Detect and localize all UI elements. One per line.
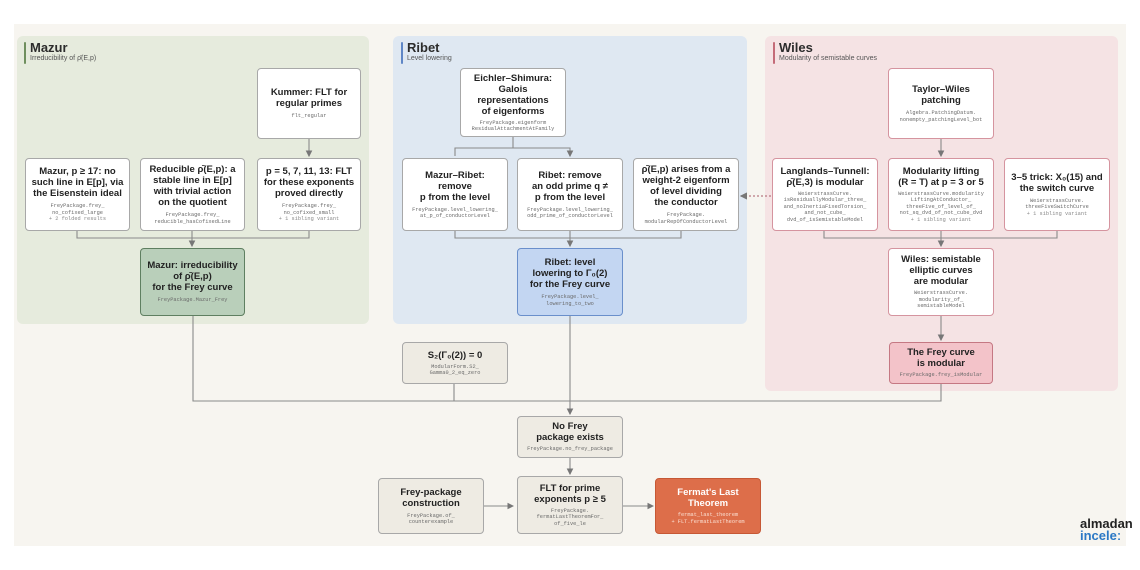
langlands-title: Langlands–Tunnell: ρ̄(E,3) is modular: [780, 165, 870, 188]
weight2-node[interactable]: ρ̄(E,p) arises from a weight-2 eigenform…: [633, 158, 739, 231]
frey-modular-code: FreyPackage.frey_isModular: [899, 372, 983, 379]
flt-node[interactable]: Fermat's Last Theorem fermat_last_theore…: [655, 478, 761, 534]
wiles-semistable-title: Wiles: semistable elliptic curves are mo…: [901, 254, 981, 288]
langlands-node[interactable]: Langlands–Tunnell: ρ̄(E,3) is modular We…: [772, 158, 878, 231]
flt-prime-title: FLT for prime exponents p ≥ 5: [534, 482, 606, 505]
mazur-main-code: FreyPackage.Mazur_Frey: [157, 297, 228, 304]
eichler-node[interactable]: Eichler–Shimura: Galois representations …: [460, 68, 566, 137]
mazur-main-title: Mazur: irreducibility of ρ̄(E,p) for the…: [147, 260, 238, 294]
weight2-code: FreyPackage. modularRepOfConductorLevel: [644, 212, 728, 225]
flt-prime-code: FreyPackage. fermatLastTheoremFor_ of_fi…: [536, 507, 604, 527]
mod-lifting-code: WeierstrassCurve.modularity LiftingAtCon…: [898, 190, 984, 217]
edge-ribet-merge: [454, 231, 682, 246]
three-five-code: WeierstrassCurve. threeFiveSwitchCurve: [1025, 197, 1089, 211]
weight2-title: ρ̄(E,p) arises from a weight-2 eigenform…: [641, 164, 731, 208]
kummer-node[interactable]: Kummer: FLT for regular primes flt_regul…: [257, 68, 361, 139]
frey-construction-node[interactable]: Frey-package construction FreyPackage.of…: [378, 478, 484, 534]
taylor-wiles-node[interactable]: Taylor–Wiles patching Algebra.PatchingDa…: [888, 68, 994, 139]
frey-modular-title: The Frey curve is modular: [907, 347, 975, 370]
edge-to-nofrey: [192, 316, 942, 414]
mazur-main-node[interactable]: Mazur: irreducibility of ρ̄(E,p) for the…: [140, 248, 245, 316]
mod-lifting-note: + 1 sibling variant: [910, 216, 972, 223]
mazur-ribet-node[interactable]: Mazur–Ribet: remove p from the level Fre…: [402, 158, 508, 231]
mazur-p17-node[interactable]: Mazur, p ≥ 17: no such line in E[p], via…: [25, 158, 130, 231]
logo-line1: almadan: [1080, 516, 1133, 531]
mazur-p17-title: Mazur, p ≥ 17: no such line in E[p], via…: [31, 166, 124, 200]
logo-line2: inceleː: [1080, 528, 1122, 543]
s2-code: ModularForm.S2_ Gamma0_2_eq_zero: [429, 363, 481, 377]
reducible-node[interactable]: Reducible ρ̄(E,p): a stable line in E[p]…: [140, 158, 245, 231]
frey-construction-title: Frey-package construction: [400, 486, 462, 509]
small-p-title: p = 5, 7, 11, 13: FLT for these exponent…: [263, 166, 355, 200]
s2-title: S₂(Γ₀(2)) = 0: [427, 349, 483, 361]
langlands-code: WeierstrassCurve. isResiduallyModular_th…: [783, 190, 867, 223]
mazur-p17-code: FreyPackage.frey_ no_cofixed_large: [50, 203, 105, 216]
ribet-odd-title: Ribet: remove an odd prime q ≠ p from th…: [532, 169, 608, 203]
no-frey-node[interactable]: No Frey package exists FreyPackage.no_fr…: [517, 416, 623, 458]
wiles-semistable-code: WeierstrassCurve. modularity_of_ semista…: [913, 290, 969, 310]
frey-modular-node[interactable]: The Frey curve is modular FreyPackage.fr…: [889, 342, 993, 384]
mazur-panel-title: Mazur: [30, 40, 68, 55]
ribet-accent-bar: [401, 42, 403, 64]
frey-construction-code: FreyPackage.of_ counterexample: [407, 512, 455, 526]
taylor-wiles-title: Taylor–Wiles patching: [912, 84, 970, 106]
wiles-panel-subtitle: Modularity of semistable curves: [779, 55, 878, 62]
kummer-code: flt_regular: [291, 113, 327, 120]
taylor-wiles-code: Algebra.PatchingDatum. nonempty_patching…: [899, 110, 983, 123]
ribet-main-title: Ribet: level lowering to Γ₀(2) for the F…: [529, 257, 611, 290]
edge-mazur-merge: [76, 231, 310, 246]
three-five-note: + 1 sibling variant: [1026, 210, 1088, 217]
small-p-note: + 1 sibling variant: [278, 216, 340, 223]
ribet-panel-subtitle: Level lowering: [407, 55, 452, 62]
edge-wiles-merge: [823, 231, 1058, 246]
flt-code: fermat_last_theorem: [677, 512, 739, 518]
eichler-title: Eichler–Shimura: Galois representations …: [473, 72, 553, 117]
wiles-panel-title: Wiles: [779, 40, 813, 55]
mazur-p17-note: + 2 folded results: [48, 216, 107, 223]
small-p-code: FreyPackage.frey_ no_cofixed_small: [281, 203, 337, 216]
mazur-ribet-title: Mazur–Ribet: remove p from the level: [419, 169, 491, 203]
kummer-title: Kummer: FLT for regular primes: [270, 87, 348, 110]
reducible-title: Reducible ρ̄(E,p): a stable line in E[p]…: [149, 164, 236, 208]
ribet-odd-code: FreyPackage.level_lowering_ odd_prime_of…: [527, 206, 613, 220]
wiles-accent-bar: [773, 42, 775, 64]
no-frey-code: FreyPackage.no_frey_package: [527, 446, 613, 453]
ribet-panel-title: Ribet: [407, 40, 440, 55]
mod-lifting-title: Modularity lifting (R = T) at p = 3 or 5: [898, 165, 984, 188]
mazur-ribet-code: FreyPackage.level_lowering_ at_p_of_cond…: [412, 206, 498, 220]
s2-node[interactable]: S₂(Γ₀(2)) = 0 ModularForm.S2_ Gamma0_2_e…: [402, 342, 508, 384]
edge-eichler-split: [454, 137, 570, 156]
ribet-main-node[interactable]: Ribet: level lowering to Γ₀(2) for the F…: [517, 248, 623, 316]
mod-lifting-node[interactable]: Modularity lifting (R = T) at p = 3 or 5…: [888, 158, 994, 231]
flt-note: + FLT.fermatLastTheorem: [671, 518, 745, 525]
wiles-semistable-node[interactable]: Wiles: semistable elliptic curves are mo…: [888, 248, 994, 316]
ribet-odd-node[interactable]: Ribet: remove an odd prime q ≠ p from th…: [517, 158, 623, 231]
flt-title: Fermat's Last Theorem: [677, 487, 739, 509]
reducible-code: FreyPackage.frey_ reducible_hasCofixedLi…: [154, 212, 231, 225]
small-p-node[interactable]: p = 5, 7, 11, 13: FLT for these exponent…: [257, 158, 361, 231]
three-five-title: 3–5 trick: X₀(15) and the switch curve: [1011, 171, 1103, 194]
ribet-main-code: FreyPackage.level_ lowering_to_two: [541, 294, 599, 307]
eichler-code: FreyPackage.eigenform ResidualAttachment…: [471, 119, 555, 133]
three-five-node[interactable]: 3–5 trick: X₀(15) and the switch curve W…: [1004, 158, 1110, 231]
flt-prime-node[interactable]: FLT for prime exponents p ≥ 5 FreyPackag…: [517, 476, 623, 534]
mazur-accent-bar: [24, 42, 26, 64]
mazur-panel-subtitle: Irreducibility of ρ̄(E,p): [30, 55, 97, 62]
almadan-incele-logo: almadan inceleː: [1080, 516, 1133, 543]
no-frey-title: No Frey package exists: [536, 421, 604, 444]
